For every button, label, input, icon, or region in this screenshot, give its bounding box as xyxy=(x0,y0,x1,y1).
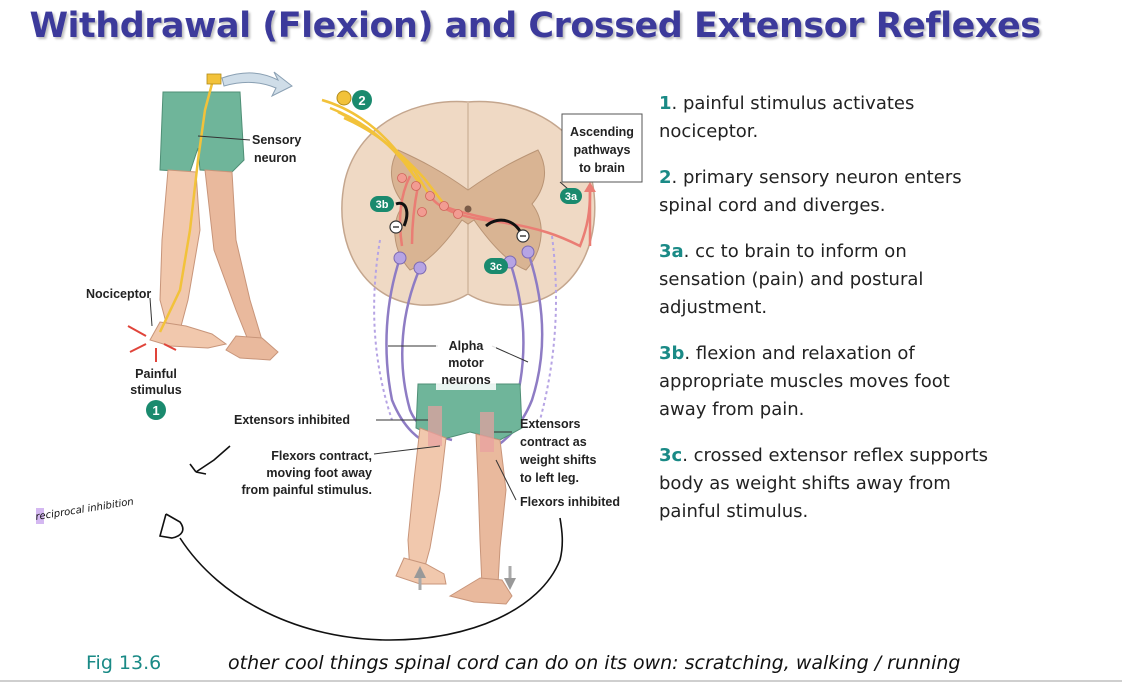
badge-3b: 3b xyxy=(370,196,394,212)
label-flexors-contract-line3: from painful stimulus. xyxy=(241,483,372,497)
step-1-num: 1 xyxy=(659,93,672,114)
label-extensors-contract-line1: Extensors xyxy=(520,417,580,431)
badge-2: 2 xyxy=(352,90,372,110)
label-flexors-contract-line1: Flexors contract, xyxy=(271,449,372,463)
step-3a-text: . cc to brain to inform on sensation (pa… xyxy=(659,241,924,318)
motor-neuron-bodies xyxy=(393,245,535,275)
badge-3c: 3c xyxy=(484,258,508,274)
handwritten-note: reciprocal inhibition xyxy=(35,497,135,523)
steps-list: 1. painful stimulus activates nociceptor… xyxy=(659,90,989,544)
step-3a-num: 3a xyxy=(659,241,684,262)
label-sensory-line1: Sensory xyxy=(252,133,301,147)
step-3c: 3c. crossed extensor reflex supports bod… xyxy=(659,442,989,526)
badge-3c-text: 3c xyxy=(490,261,502,273)
slide-title: Withdrawal (Flexion) and Crossed Extenso… xyxy=(29,6,1041,46)
step-3b-num: 3b xyxy=(659,343,685,364)
step-1-text: . painful stimulus activates nociceptor. xyxy=(659,93,915,142)
step-3b: 3b. flexion and relaxation of appropriat… xyxy=(659,340,989,424)
label-ascending-line2: pathways xyxy=(574,143,631,157)
badge-3a-text: 3a xyxy=(565,191,578,203)
label-sensory-line2: neuron xyxy=(254,151,296,165)
motor-nerve-dashed xyxy=(373,235,557,421)
left-leg-illustration xyxy=(149,71,293,361)
label-nociceptor: Nociceptor xyxy=(86,287,151,301)
bottom-note: other cool things spinal cord can do on … xyxy=(228,652,961,674)
badge-2-text: 2 xyxy=(358,93,365,108)
step-2: 2. primary sensory neuron enters spinal … xyxy=(659,164,989,220)
label-painful-line2: stimulus xyxy=(130,383,181,397)
step-2-num: 2 xyxy=(659,167,672,188)
interneuron-bodies xyxy=(397,173,463,219)
label-flexors-contract-line2: moving foot away xyxy=(266,466,372,480)
badge-3a: 3a xyxy=(560,188,582,204)
label-alpha-line3: neurons xyxy=(441,373,490,387)
label-ascending-line3: to brain xyxy=(579,161,625,175)
stimulus-arrows xyxy=(127,325,177,362)
step-3c-num: 3c xyxy=(659,445,683,466)
ascending-label-box xyxy=(561,113,643,183)
sensory-fibers xyxy=(321,90,445,205)
handwritten-annotation xyxy=(158,445,564,641)
label-alpha-line2: motor xyxy=(448,356,484,370)
step-3a: 3a. cc to brain to inform on sensation (… xyxy=(659,238,989,322)
label-extensors-contract-line3: weight shifts xyxy=(519,453,596,467)
label-ascending-line1: Ascending xyxy=(570,125,634,139)
label-extensors-contract-line4: to left leg. xyxy=(520,471,579,485)
step-3b-text: . flexion and relaxation of appropriate … xyxy=(659,343,950,420)
badge-1: 1 xyxy=(146,400,166,420)
badge-3b-text: 3b xyxy=(376,199,389,211)
label-painful-line1: Painful xyxy=(135,367,177,381)
label-alpha-line1: Alpha xyxy=(449,339,485,353)
step-3c-text: . crossed extensor reflex supports body … xyxy=(659,445,989,522)
step-2-text: . primary sensory neuron enters spinal c… xyxy=(659,167,962,216)
figure-caption: Fig 13.6 xyxy=(86,652,162,674)
step-1: 1. painful stimulus activates nociceptor… xyxy=(659,90,989,146)
label-flexors-inhibited: Flexors inhibited xyxy=(520,495,620,509)
label-extensors-contract-line2: contract as xyxy=(520,435,587,449)
bottom-divider xyxy=(0,680,1122,682)
lower-legs-illustration xyxy=(395,383,523,605)
badge-1-text: 1 xyxy=(152,403,159,418)
leader-lines xyxy=(149,135,577,501)
label-extensors-inhibited: Extensors inhibited xyxy=(234,413,350,427)
